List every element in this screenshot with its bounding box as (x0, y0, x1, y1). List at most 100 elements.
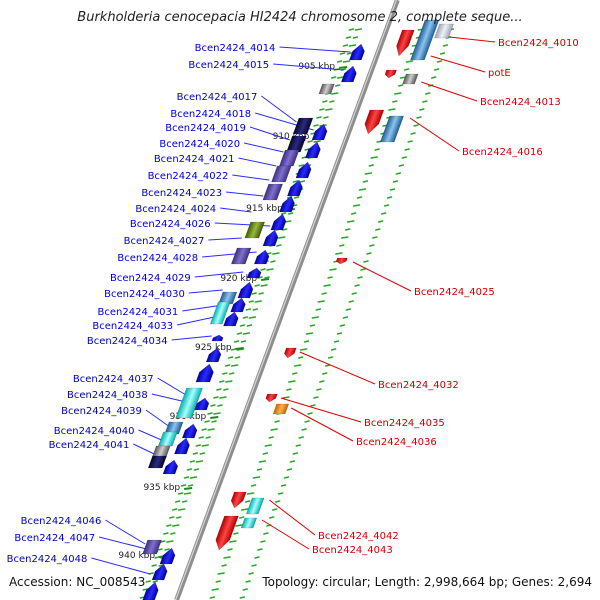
kbp-tick-mark (338, 66, 348, 69)
tick-dash (260, 284, 268, 287)
gene-feature (349, 43, 365, 61)
tick-dash (245, 580, 251, 583)
gene-feature (253, 249, 270, 265)
tick-dash (236, 332, 243, 335)
tick-dash (251, 564, 257, 567)
gene-feature (195, 363, 214, 383)
tick-dash (168, 516, 175, 519)
tick-dash (352, 204, 361, 207)
gene-feature (205, 347, 222, 363)
tick-dash (327, 356, 334, 359)
tick-dash (364, 172, 373, 175)
tick-dash (268, 436, 274, 439)
tick-dash (419, 108, 425, 111)
tick-dash (230, 348, 237, 351)
gene-feature (295, 161, 312, 179)
tick-dash (219, 380, 225, 383)
leader-line-right (440, 35, 496, 43)
tick-dash (246, 324, 253, 327)
tick-dash (329, 268, 337, 271)
tick-dash (242, 316, 249, 319)
leader-line-left (273, 63, 344, 71)
gene-feature (278, 149, 300, 167)
gene-feature (286, 179, 303, 197)
tick-dash (213, 412, 221, 415)
tick-dash (223, 388, 229, 391)
tick-dash (333, 340, 340, 343)
tick-dash (166, 540, 174, 543)
kbp-tick-label: 905 kbp (298, 62, 335, 72)
tick-dash (262, 452, 269, 455)
tick-dash (298, 436, 304, 439)
gene-feature (174, 437, 190, 455)
tick-dash (193, 468, 200, 471)
tick-dash (198, 436, 204, 439)
tick-dash (235, 524, 243, 527)
tick-dash (145, 580, 151, 583)
gene-feature (396, 29, 415, 57)
tick-dash (254, 556, 260, 559)
tick-dash (401, 156, 407, 159)
tick-dash (388, 108, 396, 111)
tick-dash (274, 500, 281, 503)
gene-feature (246, 267, 262, 279)
tick-dash (345, 308, 352, 311)
leader-line-right (430, 55, 486, 73)
tick-dash (299, 180, 306, 183)
tick-dash (240, 508, 249, 511)
tick-dash (157, 548, 163, 551)
gene-label-left: Bcen2424_4038 (67, 390, 148, 401)
map-title: Burkholderia cenocepacia HI2424 chromoso… (77, 10, 523, 25)
gene-feature (151, 445, 171, 459)
leader-line-left (261, 95, 297, 123)
gene-label-left: Bcen2424_4027 (124, 236, 205, 247)
tick-dash (323, 116, 329, 119)
tick-dash (319, 108, 325, 111)
gene-label-right: Bcen2424_4025 (414, 287, 495, 298)
tick-dash (211, 588, 219, 591)
tick-dash (374, 148, 380, 151)
tick-dash (336, 76, 345, 79)
gene-feature (237, 281, 254, 299)
tick-dash (313, 140, 321, 143)
tick-dash (238, 516, 245, 519)
tick-dash (305, 332, 314, 335)
tick-dash (225, 380, 233, 383)
tick-dash (248, 316, 257, 319)
tick-dash (160, 540, 166, 543)
tick-dash (154, 556, 160, 559)
tick-dash (278, 236, 286, 239)
tick-dash (372, 236, 378, 239)
gene-feature (194, 397, 210, 411)
tick-dash (282, 396, 290, 399)
tick-dash (348, 28, 355, 31)
tick-dash (252, 476, 261, 479)
gene-feature (240, 517, 258, 529)
tick-dash (356, 196, 363, 199)
tick-dash (276, 244, 282, 247)
kbp-tick-label: 940 kbp (118, 551, 155, 561)
tick-dash (221, 564, 227, 567)
gene-feature (223, 311, 239, 327)
gene-feature (364, 109, 385, 135)
tick-dash (216, 388, 222, 391)
gene-label-left: Bcen2424_4020 (159, 139, 240, 150)
tick-dash (195, 460, 204, 463)
gene-label-left: Bcen2424_4024 (135, 204, 216, 215)
gene-feature (279, 195, 295, 213)
tick-dash (304, 148, 310, 151)
gene-label-left: Bcen2424_4048 (7, 554, 88, 565)
tick-dash (363, 260, 369, 263)
gene-label-right: Bcen2424_4036 (356, 437, 437, 448)
tick-dash (217, 572, 225, 575)
gene-label-left: Bcen2424_4021 (154, 154, 235, 165)
accession-text: Accession: NC_008543 (9, 575, 146, 589)
tick-dash (210, 404, 216, 407)
tick-dash (234, 356, 241, 359)
tick-dash (350, 212, 357, 215)
tick-dash (413, 124, 419, 127)
kbp-tick-label: 915 kbp (246, 204, 283, 214)
tick-dash (430, 76, 437, 79)
tick-dash (310, 404, 316, 407)
tick-dash (293, 196, 300, 199)
